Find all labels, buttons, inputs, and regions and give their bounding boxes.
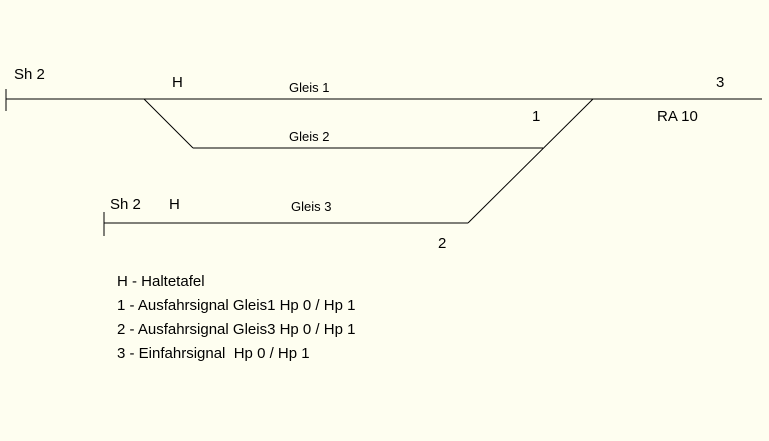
label-ra10: RA 10 — [657, 108, 698, 125]
legend-item-signal-2: 2 - Ausfahrsignal Gleis3 Hp 0 / Hp 1 — [117, 321, 356, 338]
legend: H - Haltetafel 1 - Ausfahrsignal Gleis1 … — [117, 270, 355, 366]
label-h-lower: H — [169, 196, 180, 213]
switch-right-diagonal — [467, 98, 594, 224]
legend-item-signal-1: 1 - Ausfahrsignal Gleis1 Hp 0 / Hp 1 — [117, 297, 356, 314]
label-signal-3: 3 — [716, 74, 724, 91]
legend-item-signal-3: 3 - Einfahrsignal Hp 0 / Hp 1 — [117, 345, 310, 362]
label-signal-2: 2 — [438, 235, 446, 252]
label-signal-1: 1 — [532, 108, 540, 125]
label-gleis-2: Gleis 2 — [289, 129, 329, 144]
label-gleis-1: Gleis 1 — [289, 80, 329, 95]
label-h-main: H — [172, 74, 183, 91]
label-gleis-3: Gleis 3 — [291, 199, 331, 214]
switch-left-to-gleis-2 — [143, 98, 194, 149]
label-sh2-main: Sh 2 — [14, 66, 45, 83]
label-sh2-lower: Sh 2 — [110, 196, 141, 213]
legend-item-haltetafel: H - Haltetafel — [117, 273, 205, 290]
